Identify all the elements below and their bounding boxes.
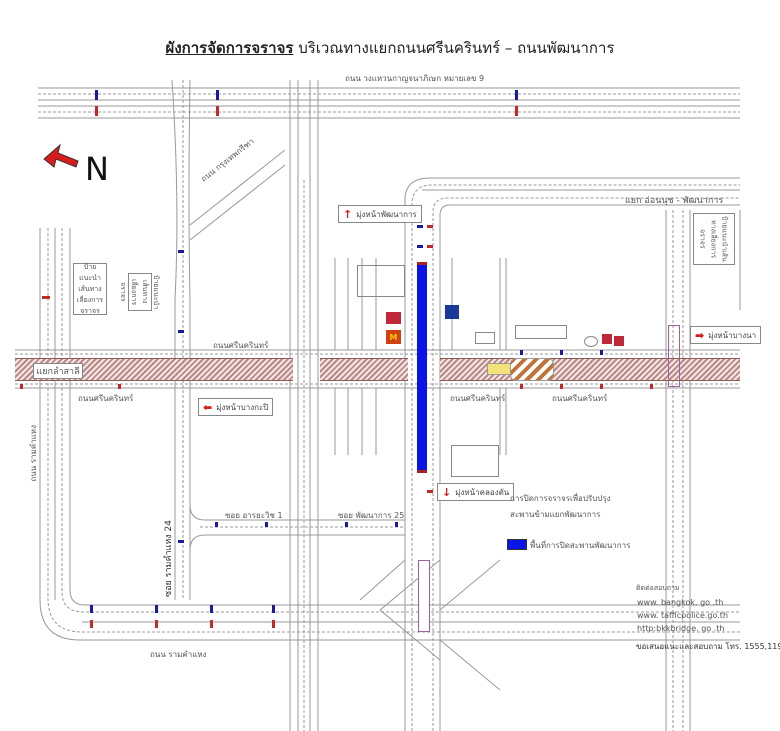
- arrow-down-icon: ↓: [442, 485, 452, 499]
- srinakarin-road: [15, 349, 740, 389]
- direction-label: มุ่งหน้าบางกะปิ: [216, 402, 269, 412]
- direction-label: มุ่งหน้าคลองตัน: [455, 487, 510, 497]
- mcdonalds-icon: M: [386, 330, 401, 344]
- barrier-zone: [510, 358, 554, 381]
- soi-roads: [189, 504, 405, 551]
- info-box-south: [451, 445, 499, 477]
- direction-bangna: ➡มุ่งหน้าบางนา: [690, 326, 762, 344]
- soi-arayawit-label: ซอย อารยะวิช 1: [225, 511, 283, 520]
- soi-pattanakarn25-label: ซอย พัฒนาการ 25: [338, 511, 405, 520]
- lamsalee-junction-label: แยกลำสาลี: [33, 363, 83, 379]
- shop-icon: [602, 334, 612, 344]
- direction-bangkapi: ⬅มุ่งหน้าบางกะปิ: [198, 398, 274, 416]
- contact-link-bangkok[interactable]: www. bangkok. go .th: [637, 598, 724, 607]
- srinakarin-label-bottom-left: ถนนศรีนครินทร์: [78, 394, 134, 403]
- krungthep-kritha-road: [171, 79, 286, 600]
- flyover-sign-east: [668, 325, 680, 387]
- ramkhamhaeng-bottom-label: ถนน รามคำแหง: [150, 650, 207, 659]
- building-label-box: [515, 325, 567, 339]
- motorway7-road: [289, 80, 319, 731]
- ring9-label: ถนน วงแหวนกาญจนาภิเษก หมายเลข 9: [345, 74, 485, 83]
- north-arrow-icon: [43, 143, 79, 168]
- legend-closure-line1: การปิดการจราจรเพื่อปรับปรุง: [510, 494, 611, 503]
- contact-hotline: ขอเสนอแนะและสอบถาม โทร. 1555,1197: [636, 642, 780, 651]
- direction-label: มุ่งหน้าบางนา: [708, 330, 757, 340]
- detour-sign-left: ป้ายแนะนำเส้นทางเลี่ยงการจราจร: [73, 263, 107, 315]
- contact-heading: ติดต่อสอบถาม: [636, 584, 680, 592]
- closure-end-north: [417, 262, 427, 265]
- arrow-left-icon: ⬅: [203, 400, 213, 414]
- srinakarin-label-bottom-right: ถนนศรีนครินทร์: [552, 394, 608, 403]
- flyover-sign-south: [418, 560, 430, 632]
- legend-closure-line2: สะพานข้ามแยกพัฒนาการ: [510, 510, 601, 519]
- building-icon: [475, 332, 495, 344]
- srinakarin-work-zone-center: [320, 358, 408, 381]
- legend-closure-area: พื้นที่การปิดสะพานพัฒนาการ: [530, 541, 631, 550]
- shop-icon-2: [614, 336, 624, 346]
- title-rest: บริเวณทางแยกถนนศรีนครินทร์ – ถนนพัฒนาการ: [293, 39, 615, 57]
- bank-icon: [445, 305, 459, 319]
- arrow-up-icon: ↑: [343, 207, 353, 221]
- right-vertical-road: [665, 210, 691, 731]
- title-bold: ผังการจัดการจราจร: [165, 39, 294, 57]
- direction-khlongton: ↓มุ่งหน้าคลองตัน: [437, 483, 515, 501]
- ring9-road: [38, 87, 740, 119]
- warning-sign: [487, 363, 511, 375]
- map-title: ผังการจัดการจราจร บริเวณทางแยกถนนศรีนคริ…: [0, 36, 780, 60]
- info-box-north: [357, 265, 405, 297]
- legend-closure-swatch: [507, 539, 527, 550]
- direction-label: มุ่งหน้าพัฒนาการ: [356, 209, 417, 219]
- soi-ram24-label: ซอย รามคำแหง 24: [164, 520, 174, 597]
- logo-icon: [584, 336, 598, 347]
- side-streets: [334, 210, 741, 691]
- srinakarin-work-zone-east: [440, 358, 740, 381]
- lane-markers: [20, 90, 653, 628]
- direction-pattanakarn: ↑มุ่งหน้าพัฒนาการ: [338, 205, 422, 223]
- arrow-right-icon: ➡: [695, 328, 705, 342]
- detour-sign-center: ป้ายแนะนำเส้นทางเลี่ยงการจราจร: [119, 273, 160, 311]
- ramkhamhaeng-left-label: ถนน รามคำแหง: [29, 425, 38, 482]
- detour-sign-right: ป้ายแนะนำเส้นทางเลี่ยงการจราจร: [693, 213, 735, 265]
- srinakarin-label-top: ถนนศรีนครินทร์: [213, 341, 269, 350]
- contact-link-trafficpolice[interactable]: www. tafficpolice.go.th: [637, 611, 729, 620]
- north-label: N: [85, 150, 109, 188]
- onnut-junction-label: แยก อ่อนนุช - พัฒนาการ: [625, 196, 724, 206]
- store-icon: [386, 312, 401, 324]
- closure-end-south: [417, 470, 427, 473]
- ramkhamhaeng-road: [39, 228, 740, 641]
- srinakarin-work-zone-west: [15, 358, 293, 381]
- closure-area-bar: [417, 265, 427, 470]
- central-vertical-road: [404, 177, 740, 731]
- srinakarin-label-bottom-mid: ถนนศรีนครินทร์: [450, 394, 506, 403]
- contact-link-bkkbridge[interactable]: http:bkkbridge. go .th: [637, 624, 725, 633]
